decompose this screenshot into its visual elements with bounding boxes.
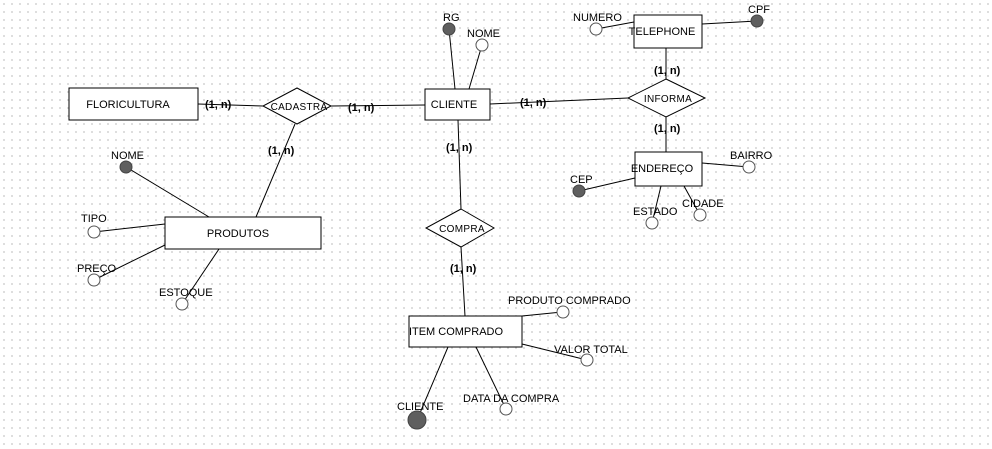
cardinality-cliente-informa: (1, n): [520, 97, 547, 109]
key-attribute-cep-marker: [572, 184, 586, 198]
attribute-markers: [87, 14, 764, 430]
attribute-data-compra-label: DATA DA COMPRA: [463, 393, 560, 405]
attribute-estado-label: ESTADO: [633, 206, 678, 218]
relationship-label: COMPRA: [439, 224, 485, 235]
edge-preco: [93, 244, 166, 281]
entity-produtos[interactable]: PRODUTOS: [164, 216, 322, 250]
attribute-produto-comprado-label: PRODUTO COMPRADO: [508, 295, 631, 307]
attribute-preco-marker: [87, 273, 101, 287]
attribute-valor-total-marker: [580, 353, 594, 367]
cardinality-informa-endereco: (1, n): [654, 123, 681, 135]
edge-cliente-informa: [489, 97, 629, 105]
edge-produto-comprado: [521, 311, 563, 317]
key-attribute-cpf-marker: [750, 14, 764, 28]
attribute-estoque-marker: [175, 297, 189, 311]
edge-cpf: [701, 20, 758, 25]
attribute-cep-label: CEP: [570, 174, 593, 186]
edge-nome-cliente: [468, 44, 483, 90]
edge-compra-item: [460, 246, 466, 317]
relationship-cadastra[interactable]: CADASTRA: [261, 87, 333, 125]
attribute-numero-marker: [589, 22, 603, 36]
attribute-cidade-label: CIDADE: [682, 198, 724, 210]
edge-rg: [448, 28, 456, 90]
attribute-valor-total-label: VALOR TOTAL: [554, 344, 628, 356]
attribute-bairro-marker: [742, 160, 756, 174]
entity-endereco[interactable]: ENDEREÇO: [631, 151, 703, 187]
attribute-nome-produto-label: NOME: [111, 150, 144, 162]
cardinality-compra-item: (1, n): [450, 263, 477, 275]
attribute-rg-label: RG: [443, 12, 460, 24]
cardinality-cadastra-produtos: (1, n): [268, 145, 295, 157]
edge-cep: [578, 177, 636, 192]
entity-label: TELEPHONE: [629, 26, 696, 38]
relationship-label: INFORMA: [644, 94, 692, 105]
edge-cliente-item: [416, 346, 449, 421]
attribute-tipo-label: TIPO: [81, 213, 107, 225]
relationship-label: CADASTRA: [271, 102, 328, 113]
attribute-bairro-label: BAIRRO: [730, 150, 773, 162]
entity-label: ITEM COMPRADO: [409, 326, 504, 338]
entity-cliente[interactable]: CLIENTE: [424, 88, 491, 121]
entity-floricultura[interactable]: FLORICULTURA: [68, 87, 199, 121]
attribute-cliente-item-label: CLIENTE: [397, 401, 443, 413]
attribute-estado-marker: [645, 216, 659, 230]
edge-valor-total: [521, 343, 588, 361]
entity-label: FLORICULTURA: [86, 99, 170, 111]
relationship-informa[interactable]: INFORMA: [626, 78, 707, 118]
key-attribute-rg-marker: [442, 22, 456, 36]
edge-cadastra-produtos: [255, 123, 296, 218]
cardinality-telephone-informa: (1, n): [654, 65, 681, 77]
attribute-estoque-label: ESTOQUE: [159, 287, 213, 299]
edge-data-compra: [475, 346, 507, 410]
entity-label: ENDEREÇO: [631, 163, 694, 175]
relationship-compra[interactable]: COMPRA: [424, 208, 496, 248]
attribute-produto-comprado-marker: [556, 305, 570, 319]
key-attribute-nome-produto-marker: [119, 160, 133, 174]
entity-label: CLIENTE: [431, 99, 477, 111]
edge-bairro: [701, 162, 750, 168]
edge-floricultura-cadastra: [197, 103, 264, 107]
attribute-preco-label: PREÇO: [77, 263, 117, 275]
edge-cliente-compra: [457, 119, 462, 210]
attribute-cidade-marker: [693, 208, 707, 222]
entity-label: PRODUTOS: [207, 228, 269, 240]
attribute-data-compra-marker: [499, 402, 513, 416]
cardinality-cliente-compra: (1, n): [446, 142, 473, 154]
attribute-nome-cliente-marker: [475, 38, 489, 52]
attribute-nome-cliente-label: NOME: [467, 28, 500, 40]
edge-tipo: [93, 223, 166, 233]
cardinality-cadastra-cliente: (1, n): [348, 102, 375, 114]
key-attribute-cliente-item-marker: [407, 410, 427, 430]
connectors: [93, 20, 758, 421]
edge-cadastra-cliente: [330, 104, 426, 107]
entity-telephone[interactable]: TELEPHONE: [629, 14, 703, 49]
edge-nome-produto: [125, 166, 210, 218]
attribute-numero-label: NUMERO: [573, 12, 622, 24]
attribute-cpf-label: CPF: [748, 4, 770, 16]
cardinalities: (1, n) (1, n) (1, n) (1, n) (1, n) (1, n…: [205, 65, 681, 275]
entity-item-comprado[interactable]: ITEM COMPRADO: [408, 315, 523, 348]
edge-estoque: [181, 248, 220, 305]
cardinality-floricultura-cadastra: (1, n): [205, 99, 232, 111]
attribute-tipo-marker: [87, 225, 101, 239]
attribute-labels: RG NOME NUMERO CPF BAIRRO CEP ESTADO CID…: [77, 4, 773, 413]
